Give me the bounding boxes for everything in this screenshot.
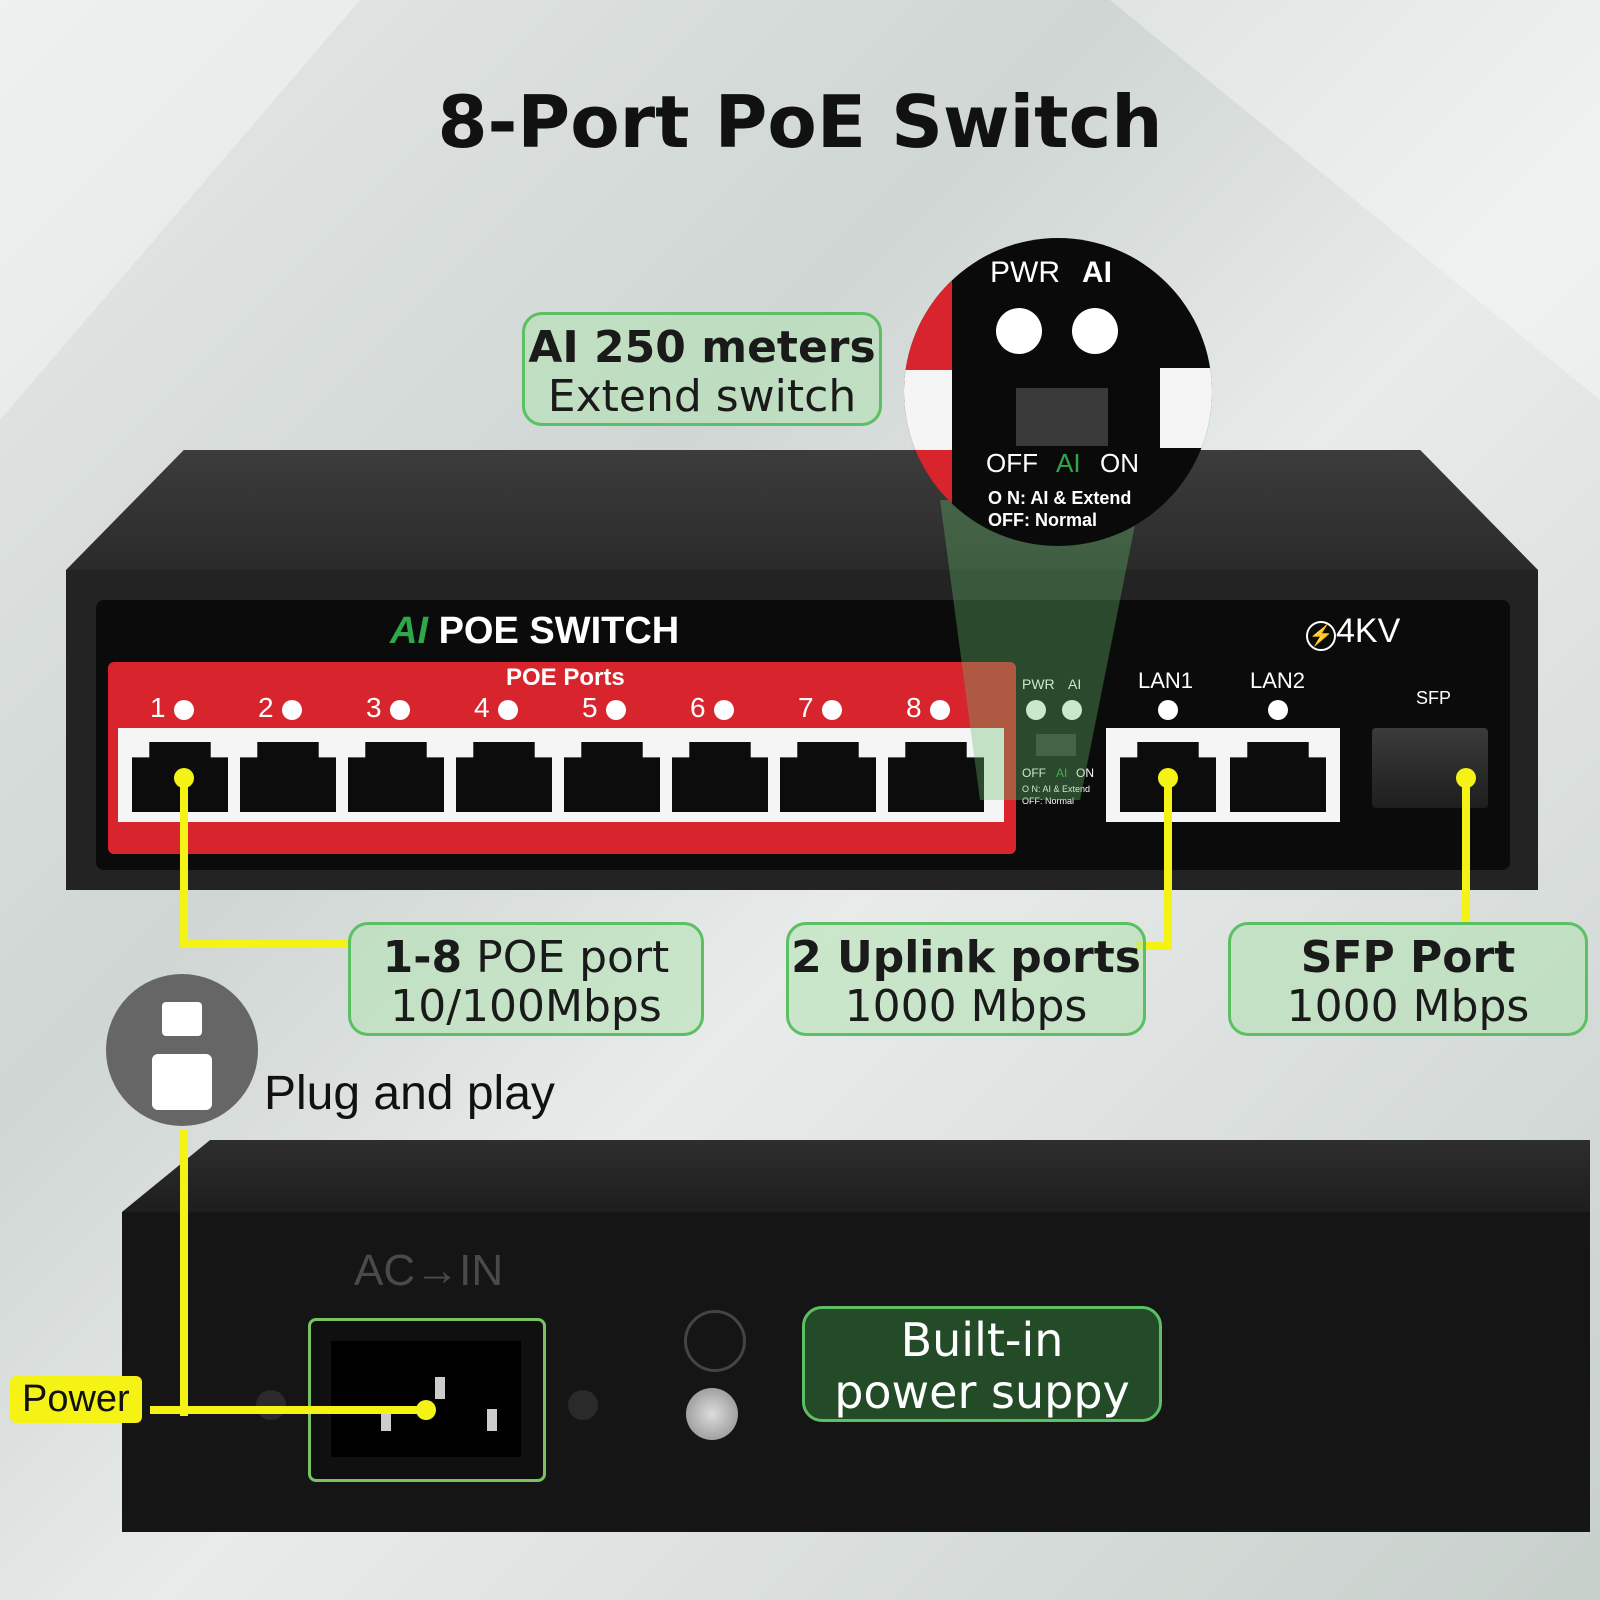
brand-label: AI POE SWITCH — [390, 610, 679, 653]
power-label: Power — [10, 1376, 142, 1423]
ground-symbol-icon — [684, 1310, 746, 1372]
ai-extend-line2: Extend switch — [547, 371, 857, 423]
plug-icon — [106, 974, 258, 1126]
brand-text: POE SWITCH — [438, 610, 680, 652]
poe-port-number: 4 — [474, 692, 490, 723]
power-connector-line — [150, 1406, 426, 1414]
socket-face — [152, 1054, 212, 1110]
poe-port-number: 7 — [798, 692, 814, 723]
poe-port-number: 1 — [150, 692, 166, 723]
ground-screw-icon — [686, 1388, 738, 1440]
zoom-detail-circle: PWR AI OFF AI ON O N: AI & Extend OFF: N… — [904, 238, 1212, 546]
power-supply-line2: power suppy — [834, 1364, 1130, 1419]
zoom-port-edge-left — [904, 370, 952, 450]
zoom-off-description: OFF: Normal — [988, 510, 1098, 530]
switch-top-cover — [66, 450, 1538, 570]
ai-led — [1062, 700, 1082, 720]
zoom-pwr-led — [996, 308, 1042, 354]
ai-dip-switch[interactable] — [1036, 734, 1076, 756]
poe-port-led — [390, 700, 410, 720]
brand-ai: AI — [390, 610, 428, 652]
lan2-label: LAN2 — [1250, 668, 1306, 693]
socket-pin — [487, 1409, 497, 1431]
screw-icon — [256, 1390, 286, 1420]
zoom-ai-switch-label: AI — [1056, 448, 1081, 478]
pwr-led — [1026, 700, 1046, 720]
poe-port-line1: 1-8 POE port — [351, 933, 701, 982]
surge-protection-label: ⚡4KV — [1306, 612, 1400, 651]
zoom-on-description: O N: AI & Extend — [988, 488, 1132, 508]
uplink-speed: 1000 Mbps — [844, 981, 1088, 1033]
power-supply-callout: Built-in power suppy — [802, 1306, 1162, 1422]
poe-port-led — [822, 700, 842, 720]
poe-port-callout: 1-8 POE port 10/100Mbps — [348, 922, 704, 1036]
poe-port-led — [930, 700, 950, 720]
poe-port-speed: 10/100Mbps — [390, 981, 662, 1033]
lan1-led — [1158, 700, 1178, 720]
poe-port-text: POE port — [462, 932, 670, 983]
poe-port-number: 8 — [906, 692, 922, 723]
zoom-on-label: ON — [1100, 448, 1139, 478]
uplink-line1: 2 Uplink ports — [791, 932, 1141, 983]
sfp-port[interactable] — [1372, 728, 1488, 808]
dip-ai-label: AI — [1056, 766, 1068, 780]
uplink-callout: 2 Uplink ports 1000 Mbps — [786, 922, 1146, 1036]
page-title: 8-Port PoE Switch — [437, 80, 1163, 164]
dip-off-label: OFF — [1022, 766, 1046, 780]
socket-inner — [331, 1341, 521, 1457]
plug-and-play-label: Plug and play — [264, 1067, 555, 1120]
sfp-speed: 1000 Mbps — [1286, 981, 1530, 1033]
zoom-off-label: OFF — [986, 448, 1038, 478]
dip-on-description: O N: AI & Extend — [1022, 784, 1091, 794]
poe-port-led — [498, 700, 518, 720]
poe-port-number: 6 — [690, 692, 706, 723]
poe-port-number: 2 — [258, 692, 274, 723]
pwr-led-label: PWR — [1022, 676, 1055, 692]
ac-in-label: AC→IN — [354, 1246, 504, 1295]
dip-off-description: OFF: Normal — [1022, 796, 1075, 806]
lan-connector-line — [1164, 778, 1172, 950]
power-supply-line1: Built-in — [900, 1313, 1064, 1367]
poe-port-led — [174, 700, 194, 720]
poe-port-led — [606, 700, 626, 720]
sfp-label: SFP — [1416, 688, 1452, 708]
poe-port-range: 1-8 — [382, 932, 463, 983]
zoom-port-edge-right — [1160, 368, 1212, 448]
ai-extend-line1: AI 250 meters — [528, 322, 876, 373]
poe-port-led — [282, 700, 302, 720]
lightning-icon: ⚡ — [1306, 621, 1336, 651]
dip-on-label: ON — [1076, 766, 1094, 780]
poe-port-number: 3 — [366, 692, 382, 723]
lan-connector-line — [1136, 942, 1172, 950]
ai-extend-callout: AI 250 meters Extend switch — [522, 312, 882, 426]
poe-connector-line — [180, 940, 350, 948]
sfp-callout: SFP Port 1000 Mbps — [1228, 922, 1588, 1036]
poe-port-led — [714, 700, 734, 720]
lan2-led — [1268, 700, 1288, 720]
ai-led-label: AI — [1068, 676, 1082, 692]
power-connector-line — [180, 1130, 188, 1416]
zoom-dip-switch — [1016, 388, 1108, 446]
rear-top-cover — [122, 1140, 1590, 1212]
power-connector-dot — [416, 1400, 436, 1420]
socket-pin — [435, 1377, 445, 1399]
zoom-ai-label: AI — [1082, 256, 1112, 289]
socket-pin — [381, 1409, 391, 1431]
sfp-connector-line — [1462, 778, 1470, 924]
sfp-line1: SFP Port — [1300, 932, 1516, 983]
zoom-pwr-label: PWR — [990, 256, 1060, 289]
zoom-ai-led — [1072, 308, 1118, 354]
lan1-label: LAN1 — [1138, 668, 1194, 693]
poe-connector-line — [180, 778, 188, 948]
plug-head — [162, 1002, 202, 1036]
poe-port-number: 5 — [582, 692, 598, 723]
surge-value: 4KV — [1336, 612, 1401, 650]
poe-ports-label: POE Ports — [506, 664, 625, 691]
screw-icon — [568, 1390, 598, 1420]
